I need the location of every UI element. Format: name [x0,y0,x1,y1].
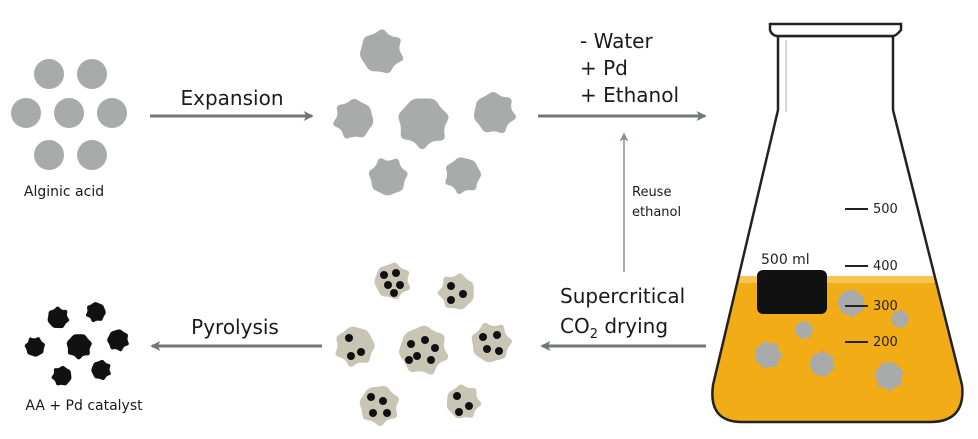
step-water-label: - Water [580,29,653,53]
pd-dot [396,281,404,289]
pd-dot [345,334,353,342]
co2-subscript: 2 [590,327,598,342]
flask-volume-label: 500 ml [761,252,810,268]
step-ethanol-label: + Ethanol [580,83,679,107]
pd-dot [483,345,491,353]
aerogel-particle [398,98,449,150]
suspended-particle [809,350,835,377]
suspended-particle [795,321,814,340]
pd-dot [421,336,429,344]
catalyst-particle [66,334,92,360]
bead [54,98,84,128]
aerogel-particle [368,158,408,196]
reuse-label-line1: Reuse [632,185,671,200]
pd-dot [459,290,467,298]
suspended-particle [890,309,909,328]
pd-dot [392,269,400,277]
graduation-300: 300 [873,299,898,314]
co2-text: CO [560,314,590,338]
suspended-particle [874,362,903,392]
pd-dot [453,392,461,400]
ethanol-liquid [712,280,963,422]
graduation-400: 400 [873,259,898,274]
pd-dot [427,356,435,364]
aerogel-particle [360,29,404,74]
flask-rim [768,22,903,38]
pd-dot [447,296,455,304]
pd-dot [347,352,355,360]
pd-dot [405,356,413,364]
drying-text: drying [598,314,668,338]
pd-dot [495,347,503,355]
suspended-particle [837,289,865,318]
pd-dot [479,333,487,341]
catalyst-label: AA + Pd catalyst [25,398,143,414]
reuse-label-line2: ethanol [632,205,681,220]
pd-dot [390,289,398,297]
bead [11,98,41,128]
expanded-aerogel-particles [333,29,516,196]
supercritical-label-line1: Supercritical [560,284,685,308]
dried-aerogel-pd-particles [335,262,512,427]
alginic-acid-beads [11,59,127,170]
pd-dot [413,352,421,360]
flask-label-patch [757,270,827,314]
expansion-label: Expansion [181,86,284,110]
catalyst-particle [47,306,70,329]
pd-dot [367,393,375,401]
flask-graduations: 500 400 300 200 [845,202,898,350]
aerogel-particle [445,157,482,194]
step-pd-label: + Pd [580,56,628,80]
pd-dot [380,271,388,279]
graduation-200: 200 [873,335,898,350]
aerogel-particle [333,98,374,139]
dried-particle [437,273,474,310]
catalyst-particle [107,329,129,352]
alginic-acid-label: Alginic acid [24,184,104,200]
dried-particle [471,322,512,363]
flask-outline [711,34,964,424]
pd-dot [369,409,377,417]
catalyst-particle [85,302,106,323]
pd-dot [431,344,439,352]
supercritical-label-line2: CO2 drying [560,314,668,342]
bead [77,140,107,170]
pd-dot [493,331,501,339]
dried-particle [359,385,399,427]
aerogel-particle [473,91,516,134]
pd-dot [407,340,415,348]
pyrolysis-label: Pyrolysis [191,315,279,339]
erlenmeyer-flask: 500 400 300 200 500 ml [711,22,964,424]
pd-dot [465,402,473,410]
dried-particle [399,325,449,375]
dried-particle [335,326,375,367]
catalyst-particles [24,302,129,386]
pd-dot [379,397,387,405]
flask-particles [755,289,909,392]
bead [34,59,64,89]
dried-particle [446,384,482,419]
pd-dot [447,282,455,290]
pd-dot [357,348,365,356]
graduation-500: 500 [873,202,898,217]
catalyst-particle [51,365,72,386]
bead [97,98,127,128]
suspended-particle [755,341,783,369]
pd-dot [384,281,392,289]
pd-dot [455,408,463,416]
catalyst-particle [91,359,111,381]
bead [77,59,107,89]
catalyst-particle [24,337,45,357]
bead [34,140,64,170]
pd-dot [383,409,391,417]
